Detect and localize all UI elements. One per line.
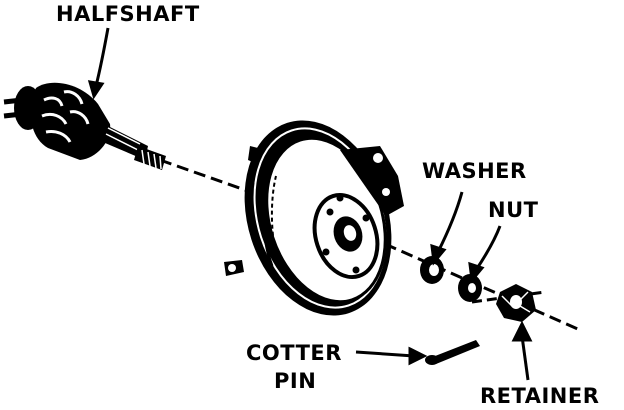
cotter-arrow bbox=[355, 350, 415, 358]
nut-arrowhead bbox=[468, 261, 485, 284]
label-washer: WASHER bbox=[422, 159, 527, 183]
cotter-pin bbox=[425, 340, 480, 365]
halfshaft-arrowhead bbox=[87, 80, 105, 100]
nut bbox=[458, 274, 482, 302]
retainer-arrowhead bbox=[511, 320, 533, 342]
halfshaft bbox=[3, 82, 166, 170]
cotter-arrowhead bbox=[408, 346, 428, 366]
label-pin: PIN bbox=[274, 369, 317, 393]
label-retainer: RETAINER bbox=[480, 384, 600, 408]
nut-arrow bbox=[474, 225, 502, 271]
label-halfshaft: HALFSHAFT bbox=[56, 2, 200, 26]
label-cotter: COTTER bbox=[246, 341, 342, 365]
leader-arrows bbox=[87, 27, 533, 381]
hub-knuckle bbox=[224, 120, 404, 316]
retainer-arrow bbox=[520, 335, 530, 381]
washer-arrow bbox=[436, 191, 464, 253]
halfshaft-arrow bbox=[94, 27, 110, 87]
washer-arrowhead bbox=[430, 243, 447, 266]
retainer bbox=[496, 284, 536, 322]
label-nut: NUT bbox=[488, 198, 539, 222]
axis-line-right bbox=[384, 242, 581, 332]
washer bbox=[420, 256, 444, 284]
